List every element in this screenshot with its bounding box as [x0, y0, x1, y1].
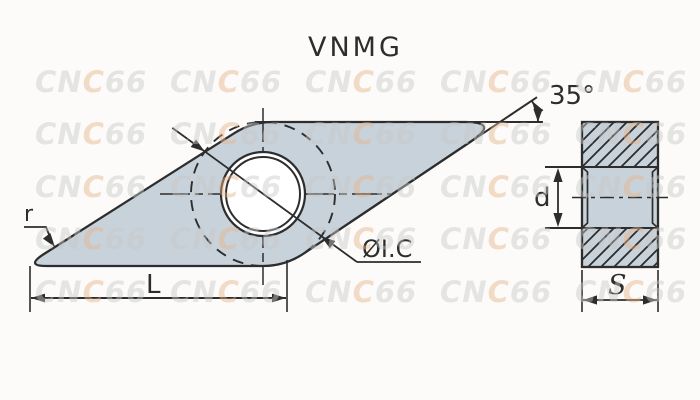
ic-arrow-lower: [321, 236, 336, 249]
length-dimension: L: [29, 260, 288, 312]
hatch-bottom: [581, 227, 659, 268]
side-view: d S: [534, 120, 668, 312]
right-edge-extension-line: [349, 96, 538, 224]
d-label: d: [534, 183, 551, 213]
ic-diameter-dimension: ØI.C: [171, 127, 421, 263]
hatch-top: [581, 121, 659, 168]
thickness-dimension: S: [581, 270, 659, 312]
side-view-body: [580, 120, 660, 269]
nose-radius-annotation: r: [24, 202, 55, 247]
length-arrow-left: [31, 293, 45, 303]
drawing-title: VNMG: [308, 32, 403, 63]
d-arrow-down: [553, 213, 563, 227]
inscribed-circle-dashed: [190, 121, 336, 267]
angle-annotation: 35°: [531, 81, 595, 123]
s-arrow-left: [583, 295, 597, 305]
d-arrow-up: [553, 168, 563, 182]
angle-arrow-upper: [532, 101, 544, 116]
ic-arrow-upper: [190, 139, 205, 152]
nose-radius-label: r: [24, 202, 34, 227]
nose-radius-arrow: [42, 233, 55, 247]
hole-chamfer-detail: [581, 166, 659, 229]
length-arrow-right: [272, 293, 286, 303]
angle-label: 35°: [549, 81, 595, 111]
ic-label: ØI.C: [362, 235, 412, 263]
length-label: L: [146, 270, 161, 300]
front-view: ØI.C 35° r L: [24, 81, 595, 312]
s-label: S: [608, 270, 627, 301]
hole-diameter-dimension: d: [534, 168, 563, 227]
s-arrow-right: [643, 295, 657, 305]
